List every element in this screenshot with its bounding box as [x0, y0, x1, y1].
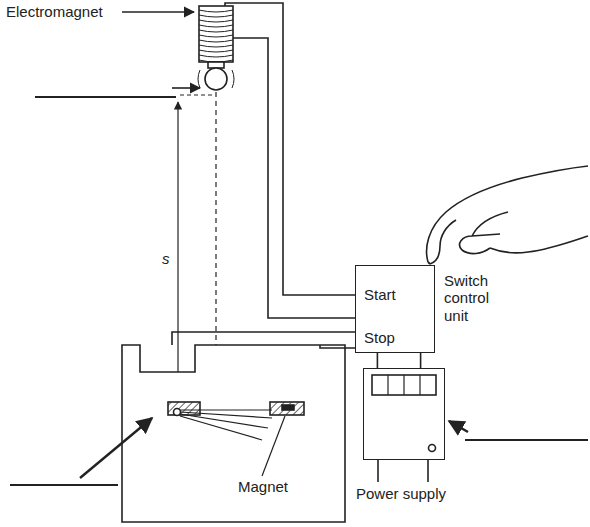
pointer-arrow	[449, 421, 468, 432]
pointer-arrow	[172, 87, 200, 89]
part-label: Magnet	[236, 478, 290, 495]
blank-label-line	[10, 484, 118, 486]
hand	[427, 166, 588, 264]
distance-arrow	[177, 102, 178, 408]
digital-display	[372, 375, 436, 395]
power-cable	[427, 460, 429, 482]
trap-door	[180, 410, 272, 440]
unit-label: Power supply	[354, 485, 448, 502]
cable-connector	[420, 353, 422, 368]
steel-ball	[205, 68, 227, 90]
wire	[225, 3, 355, 295]
wire	[172, 332, 355, 345]
switch-control-box: StartStopSwitch control unit	[355, 265, 435, 353]
wire	[233, 38, 355, 318]
reference-line	[180, 95, 212, 96]
leader-line	[262, 416, 285, 476]
power-cable	[377, 460, 379, 482]
distance-label: s	[160, 250, 172, 267]
leader-line	[122, 11, 194, 13]
coil-body	[199, 6, 233, 62]
magnet-block	[282, 405, 294, 410]
button-label: Stop	[364, 329, 395, 346]
part-label: Electromagnet	[4, 3, 105, 20]
unit-label: Switch control unit	[444, 272, 514, 324]
button-label: Start	[364, 286, 396, 303]
coil-core	[208, 62, 224, 68]
power-supply-box: Power supply	[363, 368, 445, 460]
cable-connector	[377, 353, 379, 368]
door-support	[270, 402, 304, 415]
power-knob	[429, 445, 436, 452]
hinge	[174, 409, 181, 416]
wire	[320, 345, 355, 348]
blank-label-line	[35, 96, 176, 98]
coil-windings	[199, 10, 233, 62]
ball-holder	[198, 70, 234, 88]
pointer-arrow	[80, 418, 152, 478]
blank-label-line	[465, 439, 588, 441]
timer-housing	[122, 345, 345, 522]
